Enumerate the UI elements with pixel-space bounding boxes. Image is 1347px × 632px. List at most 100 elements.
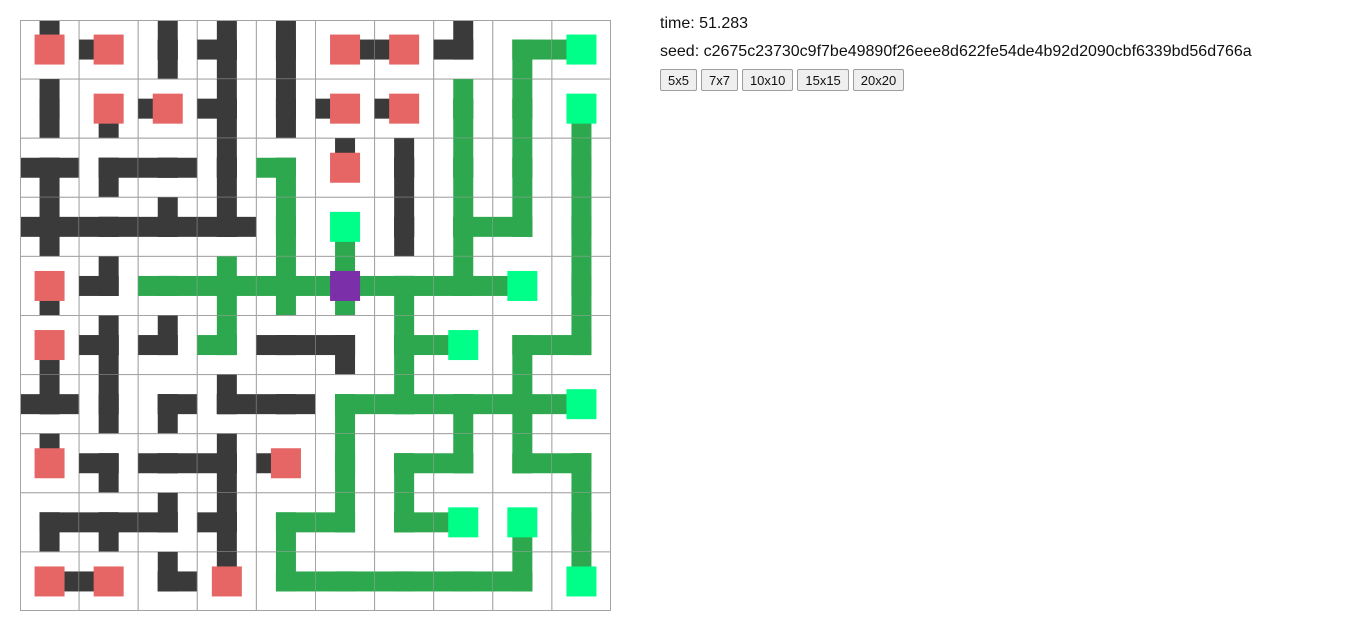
tile-r8-c4[interactable]: [255, 492, 316, 553]
tile-r5-c7[interactable]: [433, 315, 494, 376]
tile-r4-c1[interactable]: [78, 255, 139, 316]
tile-r0-c5[interactable]: [315, 20, 376, 80]
size-7x7-button[interactable]: 7x7: [700, 69, 738, 91]
tile-r9-c7[interactable]: [433, 551, 494, 611]
tile-r4-c0[interactable]: [20, 255, 80, 316]
tile-r2-c6[interactable]: [374, 137, 435, 198]
tile-r0-c4[interactable]: [255, 20, 316, 80]
tile-r3-c9[interactable]: [551, 196, 611, 257]
tile-r1-c8[interactable]: [492, 78, 553, 139]
tile-r9-c5[interactable]: [315, 551, 376, 611]
tile-r6-c6[interactable]: [374, 374, 435, 435]
tile-r3-c8[interactable]: [492, 196, 553, 257]
tile-r3-c0[interactable]: [20, 196, 80, 257]
tile-r7-c7[interactable]: [433, 433, 494, 494]
tile-r2-c5[interactable]: [315, 137, 376, 198]
tile-r7-c9[interactable]: [551, 433, 611, 494]
size-20x20-button[interactable]: 20x20: [852, 69, 905, 91]
tile-r7-c0[interactable]: [20, 433, 80, 494]
tile-r8-c9[interactable]: [551, 492, 611, 553]
tile-r3-c6[interactable]: [374, 196, 435, 257]
tile-r3-c2[interactable]: [137, 196, 198, 257]
tile-r5-c9[interactable]: [551, 315, 611, 376]
tile-r6-c3[interactable]: [196, 374, 257, 435]
tile-r0-c3[interactable]: [196, 20, 257, 80]
tile-r9-c1[interactable]: [78, 551, 139, 611]
tile-r9-c2[interactable]: [137, 551, 198, 611]
tile-r8-c2[interactable]: [137, 492, 198, 553]
tile-r2-c9[interactable]: [551, 137, 611, 198]
tile-r5-c4[interactable]: [255, 315, 316, 376]
tile-r9-c4[interactable]: [255, 551, 316, 611]
tile-r2-c0[interactable]: [20, 137, 80, 198]
tile-r7-c4[interactable]: [255, 433, 316, 494]
tile-r7-c1[interactable]: [78, 433, 139, 494]
tile-r7-c6[interactable]: [374, 433, 435, 494]
tile-r4-c4[interactable]: [255, 255, 316, 316]
tile-r5-c6[interactable]: [374, 315, 435, 376]
tile-r8-c0[interactable]: [20, 492, 80, 553]
tile-r2-c4[interactable]: [255, 137, 316, 198]
tile-r5-c2[interactable]: [137, 315, 198, 376]
size-5x5-button[interactable]: 5x5: [660, 69, 697, 91]
tile-r2-c1[interactable]: [78, 137, 139, 198]
tile-r8-c5[interactable]: [315, 492, 376, 553]
tile-r0-c0[interactable]: [20, 20, 80, 80]
tile-r1-c1[interactable]: [78, 78, 139, 139]
tile-r5-c8[interactable]: [492, 315, 553, 376]
tile-r6-c5[interactable]: [315, 374, 376, 435]
tile-r2-c7[interactable]: [433, 137, 494, 198]
tile-r4-c8[interactable]: [492, 255, 553, 316]
size-10x10-button[interactable]: 10x10: [741, 69, 794, 91]
tile-r4-c5[interactable]: [315, 255, 376, 316]
tile-r8-c8[interactable]: [492, 492, 553, 553]
tile-r7-c3[interactable]: [196, 433, 257, 494]
tile-r0-c8[interactable]: [492, 20, 553, 80]
tile-r4-c7[interactable]: [433, 255, 494, 316]
tile-r1-c9[interactable]: [551, 78, 611, 139]
tile-r9-c0[interactable]: [20, 551, 80, 611]
tile-r1-c3[interactable]: [196, 78, 257, 139]
tile-r3-c4[interactable]: [255, 196, 316, 257]
tile-r8-c1[interactable]: [78, 492, 139, 553]
tile-r1-c4[interactable]: [255, 78, 316, 139]
tile-r6-c4[interactable]: [255, 374, 316, 435]
tile-r5-c3[interactable]: [196, 315, 257, 376]
tile-r8-c3[interactable]: [196, 492, 257, 553]
tile-r7-c5[interactable]: [315, 433, 376, 494]
tile-r6-c0[interactable]: [20, 374, 80, 435]
tile-r5-c5[interactable]: [315, 315, 376, 376]
tile-r0-c9[interactable]: [551, 20, 611, 80]
tile-r5-c1[interactable]: [78, 315, 139, 376]
tile-r4-c9[interactable]: [551, 255, 611, 316]
tile-r1-c0[interactable]: [20, 78, 80, 139]
tile-r6-c7[interactable]: [433, 374, 494, 435]
tile-r4-c2[interactable]: [137, 255, 198, 316]
tile-r1-c7[interactable]: [433, 78, 494, 139]
tile-r2-c2[interactable]: [137, 137, 198, 198]
tile-r7-c2[interactable]: [137, 433, 198, 494]
tile-r3-c3[interactable]: [196, 196, 257, 257]
tile-r0-c6[interactable]: [374, 20, 435, 80]
tile-r8-c6[interactable]: [374, 492, 435, 553]
tile-r1-c6[interactable]: [374, 78, 435, 139]
tile-r0-c7[interactable]: [433, 20, 494, 80]
tile-r9-c6[interactable]: [374, 551, 435, 611]
tile-r4-c6[interactable]: [374, 255, 435, 316]
tile-r2-c3[interactable]: [196, 137, 257, 198]
tile-r7-c8[interactable]: [492, 433, 553, 494]
tile-r3-c5[interactable]: [315, 196, 376, 257]
tile-r9-c3[interactable]: [196, 551, 257, 611]
tile-r0-c2[interactable]: [137, 20, 198, 80]
tile-r6-c8[interactable]: [492, 374, 553, 435]
tile-r9-c9[interactable]: [551, 551, 611, 611]
tile-r2-c8[interactable]: [492, 137, 553, 198]
tile-r0-c1[interactable]: [78, 20, 139, 80]
tile-r5-c0[interactable]: [20, 315, 80, 376]
tile-r1-c5[interactable]: [315, 78, 376, 139]
tile-r8-c7[interactable]: [433, 492, 494, 553]
tile-r3-c7[interactable]: [433, 196, 494, 257]
tile-r1-c2[interactable]: [137, 78, 198, 139]
tile-r3-c1[interactable]: [78, 196, 139, 257]
tile-r4-c3[interactable]: [196, 255, 257, 316]
